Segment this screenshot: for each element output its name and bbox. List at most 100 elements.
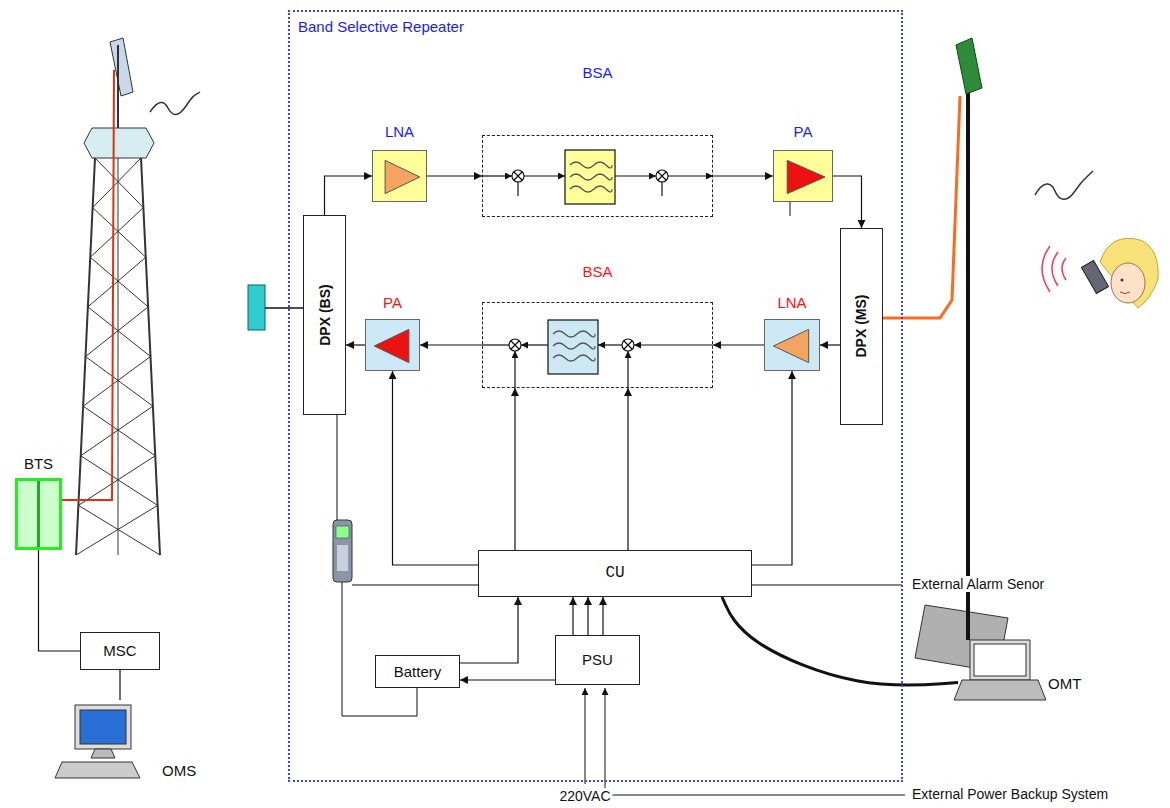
tower-illustration	[76, 158, 160, 555]
tower-illustration	[86, 307, 149, 357]
wire	[337, 202, 905, 795]
signal-connector	[627, 388, 628, 550]
wire	[352, 585, 478, 586]
annotation-label: External Alarm Senor	[910, 576, 1046, 592]
bsa-internals	[517, 182, 518, 196]
mobile-user	[1100, 238, 1158, 308]
psu-box: PSU	[555, 635, 640, 685]
bsa-internals	[482, 175, 512, 176]
node-label: CU	[605, 564, 624, 582]
bsa-internals	[622, 339, 634, 351]
amplifier-block: LNA	[372, 150, 427, 202]
amplifier-triangle	[385, 160, 420, 193]
bsa-internals	[524, 175, 565, 176]
computer-icon	[75, 705, 131, 749]
bsa-internals	[570, 162, 612, 192]
bsa-internals	[514, 351, 515, 388]
tower-illustration	[81, 456, 158, 506]
mobile-user	[1042, 238, 1158, 308]
tower-illustration	[83, 357, 150, 407]
node-label: DPX (MS)	[853, 295, 869, 358]
laptop-icon	[954, 680, 1046, 700]
signal-connector	[514, 388, 515, 550]
computer-icon	[55, 762, 140, 778]
tower-illustration	[84, 128, 154, 158]
mobile-user	[1120, 292, 1130, 294]
coverage-pole	[883, 38, 1093, 672]
tower-illustration	[93, 158, 141, 208]
node-label: LNA	[385, 123, 414, 140]
duplexer-box: DPX (BS)	[303, 215, 346, 415]
tower-illustration	[62, 70, 114, 500]
wire	[337, 415, 338, 520]
node-label: PA	[383, 294, 402, 311]
signal-connector	[460, 597, 518, 663]
bsa-internals	[553, 331, 595, 361]
signal-connector	[602, 597, 603, 635]
bsa-internals	[668, 175, 713, 176]
bsa-internals	[634, 344, 713, 345]
radio-wave	[150, 92, 200, 115]
node-label: BSA	[582, 263, 612, 280]
signal-connector	[820, 344, 840, 345]
tower-illustration	[86, 357, 153, 407]
mobile-user	[1111, 263, 1145, 303]
donor-antenna	[265, 307, 303, 309]
node-label: OMS	[162, 762, 196, 779]
signal-connector	[460, 679, 555, 680]
wire	[342, 582, 417, 716]
tower-illustration	[118, 158, 119, 555]
bts-cabinet: BTS	[15, 478, 62, 550]
bsa-internals	[548, 320, 598, 374]
battery-box: Battery	[375, 655, 460, 688]
node-label: BTS	[24, 455, 53, 472]
enclosure-title: Band Selective Repeater	[298, 18, 464, 35]
duplexer-box: DPX (MS)	[840, 228, 883, 425]
coverage-pole	[966, 85, 970, 640]
tower-illustration	[90, 208, 143, 258]
amplifier-triangle	[374, 329, 409, 362]
amplifier-triangle	[773, 329, 808, 362]
amplifier-symbol	[765, 320, 819, 370]
data-cable	[722, 597, 958, 685]
amplifier-triangle	[787, 160, 825, 193]
node-label: DPX (BS)	[316, 284, 332, 345]
band-selective-block: BSA	[482, 302, 713, 388]
band-selective-block: BSA	[482, 135, 713, 217]
annotation-label: 220VAC	[557, 788, 612, 804]
mobile-user	[1042, 246, 1066, 292]
bsa-internals	[512, 170, 524, 182]
tower-illustration	[81, 406, 153, 456]
tower-illustration	[90, 257, 148, 307]
signal-connector	[393, 371, 479, 565]
repeater-enclosure: Band Selective RepeaterLNA BSA PA DPX (BS) D…	[288, 10, 903, 782]
signal-connector	[420, 344, 482, 345]
bsa-internals	[482, 150, 713, 388]
computer-icon	[91, 749, 115, 758]
wire	[605, 688, 905, 795]
amplifier-symbol	[366, 320, 419, 370]
node-label: OMT	[1048, 675, 1081, 692]
node-label: BSA	[582, 64, 612, 81]
amplifier-block: PA	[365, 319, 420, 371]
signal-connector	[427, 175, 482, 176]
tower-illustration	[83, 406, 155, 456]
node-label: Battery	[394, 663, 442, 680]
donor-antenna	[248, 285, 265, 330]
modem-phone	[333, 520, 352, 582]
wire	[585, 688, 586, 784]
bsa-internals	[661, 182, 662, 196]
laptop-icon	[970, 640, 1030, 680]
omt-laptop: OMT	[958, 640, 1040, 705]
bsa-internals	[509, 339, 521, 351]
laptop-icon	[954, 640, 1046, 700]
tower-illustration	[93, 208, 146, 258]
bsa-internals	[521, 344, 548, 345]
tower-illustration	[76, 505, 158, 555]
coverage-pole	[1035, 171, 1093, 199]
signal-connector	[572, 597, 573, 635]
signal-connector	[346, 344, 365, 345]
